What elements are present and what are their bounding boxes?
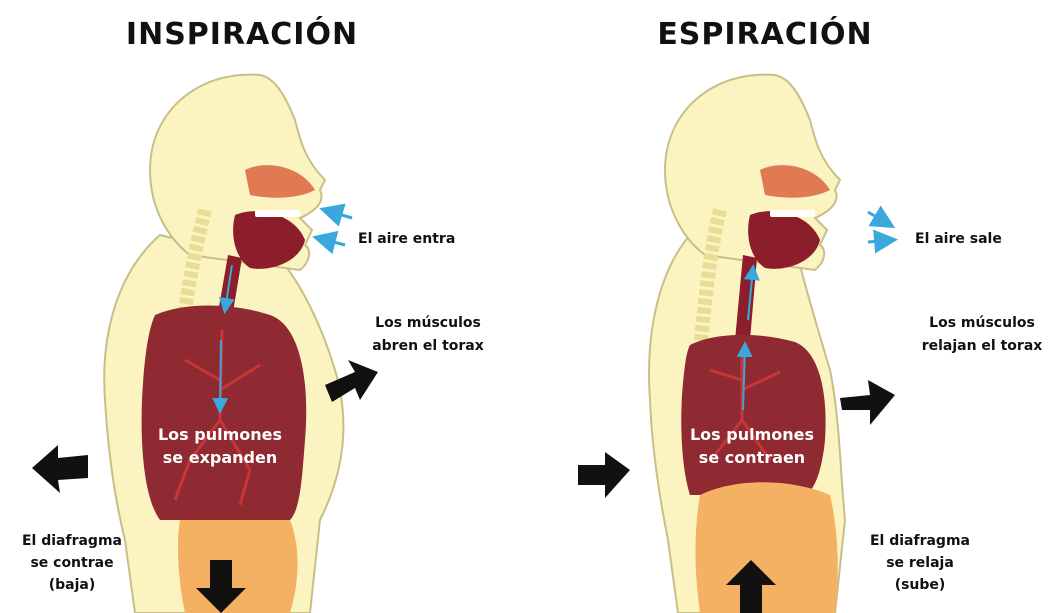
air-in-arrow — [319, 203, 353, 227]
lungs-label-line2: se contraen — [699, 448, 805, 467]
inspiration-title: INSPIRACIÓN — [126, 15, 358, 52]
air-flow-arrow — [212, 339, 229, 414]
muscles-label-line2: abren el torax — [372, 338, 484, 354]
chest-relax-arrow — [840, 380, 895, 425]
lungs — [141, 305, 307, 520]
back-expand-arrow — [32, 445, 88, 493]
muscles-label-line2: relajan el torax — [922, 338, 1043, 354]
diaphragm-label-line3: (sube) — [895, 577, 946, 593]
lungs-label-line2: se expanden — [163, 448, 277, 467]
chest-expand-arrow — [325, 360, 378, 402]
lungs-label-line1: Los pulmones — [690, 425, 814, 444]
inspiration-panel: INSPIRACIÓN — [22, 15, 484, 613]
lungs — [681, 334, 826, 495]
diaphragm-label-line1: El diafragma — [22, 533, 122, 549]
expiration-title: ESPIRACIÓN — [657, 15, 872, 52]
air-flow-arrow — [218, 264, 235, 314]
diaphragm-label-line1: El diafragma — [870, 533, 970, 549]
spine — [173, 208, 212, 351]
air-out-label: El aire sale — [915, 231, 1002, 247]
diaphragm-label-line3: (baja) — [49, 577, 96, 593]
diaphragm-label-line2: se relaja — [886, 555, 954, 571]
air-out-arrow — [867, 205, 896, 229]
air-out-arrow — [867, 229, 898, 254]
air-in-label: El aire entra — [358, 231, 455, 247]
lung-vessels — [709, 350, 781, 461]
diaphragm — [695, 482, 838, 613]
diaphragm-up-arrow — [726, 560, 776, 613]
teeth — [770, 210, 815, 217]
diaphragm-label-line2: se contrae — [30, 555, 113, 571]
diaphragm-down-arrow — [196, 560, 246, 613]
expiration-body-figure — [648, 73, 898, 613]
lungs-label-line1: Los pulmones — [158, 425, 282, 444]
muscles-label-line1: Los músculos — [375, 315, 481, 331]
mouth-cavity — [748, 211, 820, 269]
air-flow-arrow — [743, 264, 760, 321]
nasal-cavity — [245, 165, 315, 198]
expiration-panel: ESPIRACIÓN El aire sale Los músculos rel… — [578, 15, 1042, 613]
muscles-label-line1: Los músculos — [929, 315, 1035, 331]
inspiration-body-figure — [103, 73, 353, 613]
teeth — [255, 210, 300, 217]
spine — [693, 208, 727, 351]
diaphragm — [177, 520, 298, 613]
back-relax-arrow — [578, 452, 630, 498]
air-flow-arrow — [736, 341, 753, 411]
nasal-cavity — [760, 165, 830, 198]
air-in-arrow — [312, 230, 346, 255]
mouth-cavity — [233, 211, 305, 269]
